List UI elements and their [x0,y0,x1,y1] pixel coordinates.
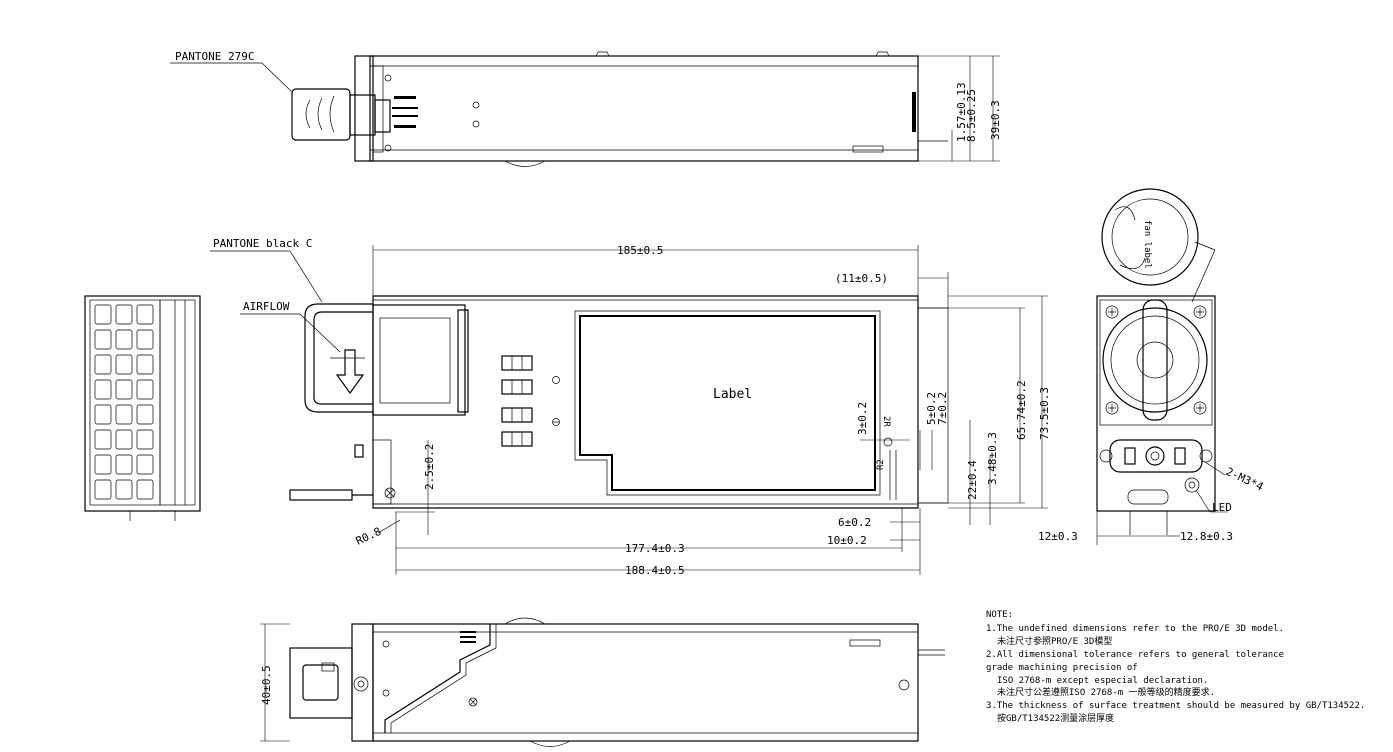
grille-cell [94,404,112,425]
grille-cell [115,429,133,450]
dim-39: 39±0.3 [989,100,1002,140]
grille-cell [136,404,154,425]
grille-cell [136,479,154,500]
callout-led: LED [1212,501,1232,514]
dim-11: (11±0.5) [835,272,888,285]
dim-12: 12±0.3 [1038,530,1078,543]
callout-small-radius: R2 [876,459,886,470]
grille-cell [94,304,112,325]
grille-cell [115,329,133,350]
grille-cell [94,429,112,450]
callout-pantone-black: PANTONE black C [213,237,312,250]
callout-radius: R0.8 [354,525,384,548]
dim-65-74: 65.74±0.2 [1015,380,1028,440]
grille-cell [136,454,154,475]
note-line: grade machining precision of [986,663,1138,673]
note-line: 3.The thickness of surface treatment sho… [986,701,1365,711]
dim-22: 22±0.4 [966,460,979,500]
dim-40: 40±0.5 [260,665,273,705]
grille-cell [115,404,133,425]
note-line: 1.The undefined dimensions refer to the … [986,624,1284,634]
dim-177-4: 177.4±0.3 [625,542,685,555]
callout-airflow: AIRFLOW [243,300,290,313]
grille-cell [115,454,133,475]
grille-cell [136,354,154,375]
grille-cell [94,354,112,375]
grille-cell [136,304,154,325]
bottom-view [260,617,945,747]
note-line: 按GB/T134522测量涂层厚度 [997,712,1114,724]
right-end-view [1096,188,1228,545]
notes-title: NOTE: [986,610,1013,620]
dim-6: 6±0.2 [838,516,871,529]
grille-cell [136,329,154,350]
top-view [291,51,1000,167]
note-line: ISO 2768-m except especial declaration. [997,676,1208,686]
grille-cell [115,304,133,325]
side-view [289,245,1048,575]
dim-1-57: 1.57±0.13 [955,82,968,142]
dim-10: 10±0.2 [827,534,867,547]
dim-12-8: 12.8±0.3 [1180,530,1233,543]
grille-cell [94,329,112,350]
grille-cell [94,379,112,400]
note-line: 2.All dimensional tolerance refers to ge… [986,650,1284,660]
dim-185: 185±0.5 [617,244,663,257]
fan-label: fan label [1142,220,1152,269]
led-bars [501,355,533,447]
grille-cell [94,479,112,500]
callout-screw: 2-M3*4 [1224,465,1266,494]
dim-73-5: 73.5±0.3 [1038,387,1051,440]
grille-cell [136,429,154,450]
dim-8-5: 8.5±0.25 [965,89,978,142]
note-line: 未注尺寸公差遵照ISO 2768-m 一般等级的精度要求. [997,686,1215,698]
left-end-view [84,295,201,521]
dim-2-5: 2.5±0.2 [423,444,436,490]
dim-7: 7±0.2 [936,392,949,425]
dim-5: 5±0.2 [925,392,938,425]
grille-cell [115,479,133,500]
dim-188-4: 188.4±0.5 [625,564,685,577]
grille-cell [136,379,154,400]
note-line: 未注尺寸参照PRO/E 3D模型 [997,635,1112,647]
callout-small-angle: 2R [881,416,891,427]
grille-cell [115,379,133,400]
notes-block: NOTE: 1.The undefined dimensions refer t… [986,610,1365,724]
callout-pantone-279c: PANTONE 279C [175,50,254,63]
dim-3: 3±0.2 [856,402,869,435]
label-area: Label [713,387,752,402]
dim-3-48: 3.48±0.3 [986,432,999,485]
grille-cell [94,454,112,475]
grille-cell [115,354,133,375]
